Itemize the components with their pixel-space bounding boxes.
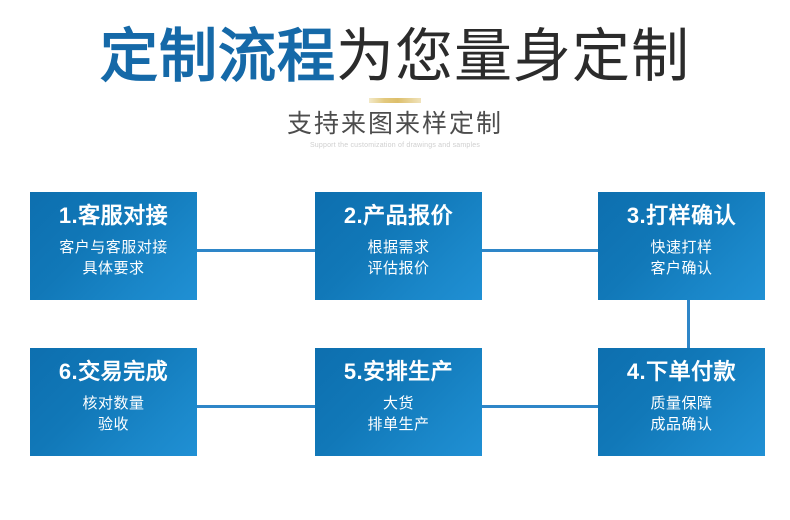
process-step-4-detail: 质量保障 成品确认 — [650, 393, 712, 435]
connector-step3-to-step4 — [687, 300, 690, 348]
process-step-6-detail: 核对数量 验收 — [82, 393, 144, 435]
process-step-1-title: 1.客服对接 — [58, 203, 169, 228]
process-step-6-title: 6.交易完成 — [58, 359, 169, 384]
process-step-3[interactable]: 3.打样确认 快速打样 客户确认 — [598, 192, 765, 300]
process-step-5-line-1: 大货 — [382, 395, 414, 412]
process-step-2-detail: 根据需求 评估报价 — [367, 237, 429, 279]
process-step-6-line-1: 核对数量 — [82, 395, 145, 412]
connector-step5-to-step6 — [197, 405, 315, 408]
process-step-1-line-2: 具体要求 — [82, 260, 145, 277]
process-step-6[interactable]: 6.交易完成 核对数量 验收 — [30, 348, 197, 456]
process-step-3-detail: 快速打样 客户确认 — [650, 237, 712, 279]
process-step-4-line-2: 成品确认 — [650, 416, 713, 433]
process-step-6-line-2: 验收 — [97, 416, 129, 433]
page-header: 定制流程为您量身定制 支持来图来样定制 Support the customiz… — [0, 0, 790, 151]
page-subtitle-english: Support the customization of drawings an… — [309, 142, 481, 149]
process-step-1-line-1: 客户与客服对接 — [59, 239, 168, 256]
gold-divider — [369, 98, 421, 103]
process-step-2[interactable]: 2.产品报价 根据需求 评估报价 — [315, 192, 482, 300]
page-title-rest: 为您量身定制 — [336, 24, 691, 89]
process-step-5[interactable]: 5.安排生产 大货 排单生产 — [315, 348, 482, 456]
process-step-2-line-2: 评估报价 — [367, 260, 430, 277]
process-step-3-line-1: 快速打样 — [650, 239, 713, 256]
connector-step2-to-step3 — [482, 249, 598, 252]
page-title-accent: 定制流程 — [99, 24, 336, 89]
process-step-4-line-1: 质量保障 — [650, 395, 713, 412]
page-subtitle: 支持来图来样定制 — [286, 110, 503, 138]
connector-step4-to-step5 — [482, 405, 598, 408]
process-step-2-title: 2.产品报价 — [343, 203, 454, 228]
process-step-4[interactable]: 4.下单付款 质量保障 成品确认 — [598, 348, 765, 456]
process-step-3-line-2: 客户确认 — [650, 260, 713, 277]
process-step-5-detail: 大货 排单生产 — [367, 393, 429, 435]
process-step-5-line-2: 排单生产 — [367, 416, 430, 433]
process-step-1-detail: 客户与客服对接 具体要求 — [59, 237, 168, 279]
page-title: 定制流程为您量身定制 — [0, 0, 790, 90]
process-step-5-title: 5.安排生产 — [343, 359, 454, 384]
connector-step1-to-step2 — [197, 249, 315, 252]
process-step-3-title: 3.打样确认 — [626, 203, 737, 228]
process-step-4-title: 4.下单付款 — [626, 359, 737, 384]
process-step-2-line-1: 根据需求 — [367, 239, 430, 256]
process-step-1[interactable]: 1.客服对接 客户与客服对接 具体要求 — [30, 192, 197, 300]
